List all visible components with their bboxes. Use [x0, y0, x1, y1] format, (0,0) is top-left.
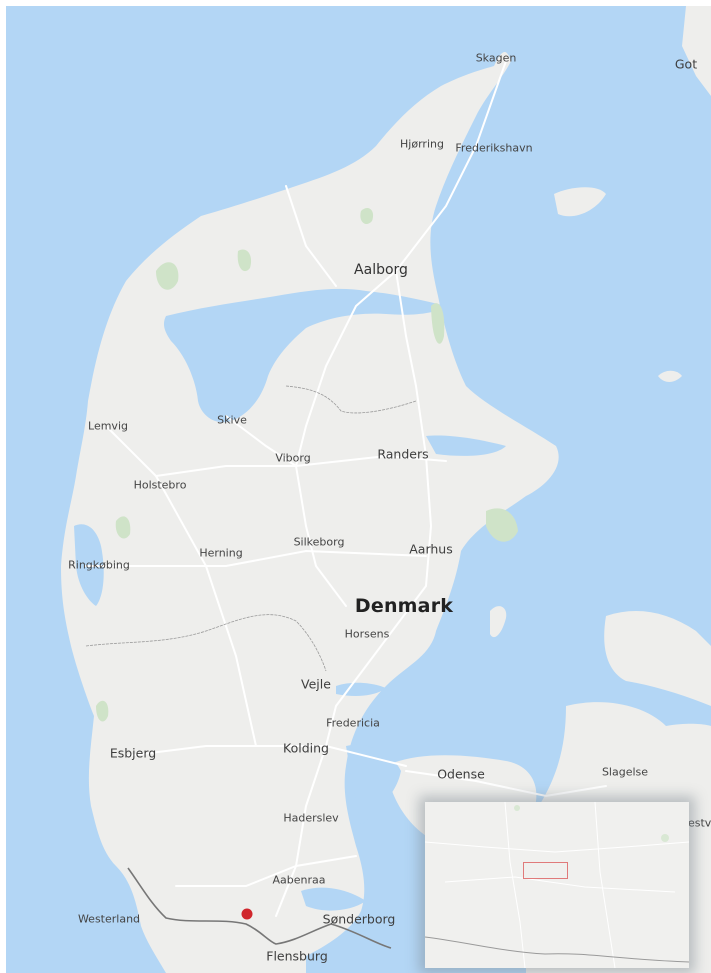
location-marker[interactable] [241, 908, 253, 920]
place-label-randers[interactable]: Randers [377, 446, 429, 462]
anholt-island [658, 370, 682, 382]
samso-island [490, 606, 507, 638]
place-label-slagelse[interactable]: Slagelse [601, 765, 649, 779]
park-area [486, 508, 518, 542]
park-area [360, 207, 374, 225]
sweden-coast [682, 6, 711, 96]
place-label-vejle[interactable]: Vejle [301, 676, 331, 692]
place-label-haderslev[interactable]: Haderslev [283, 811, 339, 825]
jutland-land [61, 52, 559, 973]
park-area [115, 516, 131, 539]
park-area [431, 303, 445, 344]
place-label-odense[interactable]: Odense [437, 766, 485, 782]
place-label-ringkobing[interactable]: Ringkøbing [68, 558, 130, 572]
place-label-fredericia[interactable]: Fredericia [326, 716, 380, 730]
inset-canvas [425, 802, 689, 968]
germany-border [127, 867, 392, 949]
place-label-horsens[interactable]: Horsens [344, 627, 390, 641]
limfjord [163, 288, 446, 423]
overview-inset[interactable] [425, 802, 689, 968]
place-label-hjorring[interactable]: Hjørring [400, 137, 444, 151]
laeso-island [554, 187, 606, 217]
region-borders [85, 385, 417, 672]
place-label-westerland[interactable]: Westerland [77, 912, 141, 926]
road-network [85, 60, 607, 917]
place-label-viborg[interactable]: Viborg [275, 451, 311, 465]
park-area [237, 249, 252, 272]
place-label-silkeborg[interactable]: Silkeborg [293, 535, 345, 549]
place-label-kolding[interactable]: Kolding [283, 740, 329, 756]
place-label-flensburg[interactable]: Flensburg [266, 948, 328, 964]
place-label-esbjerg[interactable]: Esbjerg [109, 745, 157, 761]
randers-fjord [426, 435, 506, 456]
inset-viewport-highlight [523, 862, 568, 879]
vejle-fjord [336, 682, 386, 696]
park-area [96, 700, 109, 722]
place-label-got[interactable]: Got [674, 56, 698, 72]
place-label-aabenraa[interactable]: Aabenraa [272, 873, 326, 887]
little-belt [346, 744, 401, 826]
place-label-lemvig[interactable]: Lemvig [88, 419, 128, 433]
place-label-holstebro[interactable]: Holstebro [133, 478, 187, 492]
country-label: Denmark [354, 595, 454, 617]
place-label-aarhus[interactable]: Aarhus [409, 541, 453, 557]
place-label-herning[interactable]: Herning [199, 546, 243, 560]
place-label-skagen[interactable]: Skagen [475, 51, 517, 65]
place-label-skive[interactable]: Skive [217, 413, 247, 427]
park-area [156, 262, 179, 290]
place-label-sonderborg[interactable]: Sønderborg [322, 911, 396, 927]
map-canvas[interactable] [6, 6, 711, 973]
place-label-frederikshavn[interactable]: Frederikshavn [455, 141, 533, 155]
south-fjords [301, 887, 366, 911]
place-label-aalborg[interactable]: Aalborg [354, 262, 408, 278]
zealand-north [604, 611, 711, 706]
place-label-naestved[interactable]: æstve [683, 816, 711, 830]
